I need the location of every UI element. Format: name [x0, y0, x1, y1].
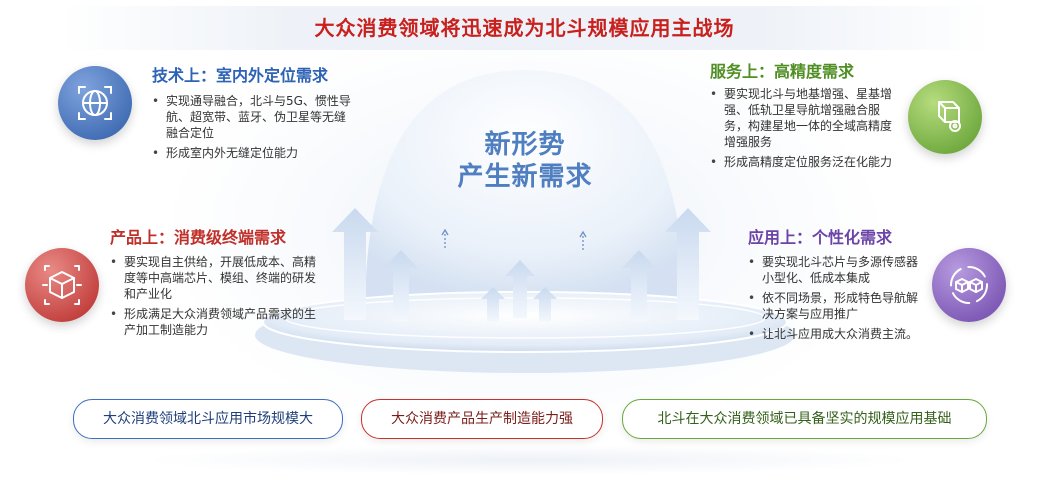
application-item-2: 依不同场景，形成特色导航解决方案与应用推广 [748, 290, 928, 322]
bottom-pill-manufacturing: 大众消费产品生产制造能力强 [361, 399, 603, 439]
tech-item-2: 形成室内外无缝定位能力 [152, 145, 357, 161]
arrow-center-big [505, 260, 535, 318]
tech-item-1: 实现通导融合，北斗与5G、惯性导航、超宽带、蓝牙、伪卫星等无缝融合定位 [152, 93, 357, 141]
main-title: 大众消费领域将迅速成为北斗规模应用主战场 [314, 16, 735, 40]
product-list: 要实现自主供给，开展低成本、高精度等中高端芯片、模组、终端的研发和产业化 形成满… [110, 254, 320, 342]
arrow-left-mid [384, 250, 418, 322]
service-title: 服务上：高精度需求 [710, 62, 855, 81]
bottom-pill-foundation: 北斗在大众消费领域已具备坚实的规模应用基础 [622, 399, 987, 439]
tech-list: 实现通导融合，北斗与5G、惯性导航、超宽带、蓝牙、伪卫星等无缝融合定位 形成室内… [152, 93, 357, 165]
globe-target-icon [58, 66, 132, 140]
center-text-line2: 产生新需求 [457, 162, 593, 192]
application-title: 应用上：个性化需求 [748, 228, 893, 247]
product-item-2: 形成满足大众消费领域产品需求的生产加工制造能力 [110, 306, 320, 338]
service-item-2: 形成高精度定位服务泛在化能力 [710, 154, 900, 170]
application-list: 要实现北斗芯片与多源传感器小型化、低成本集成 依不同场景，形成特色导航解决方案与… [748, 254, 928, 346]
center-text-line1: 新形势 [484, 130, 566, 160]
arrow-left-tall [332, 208, 378, 320]
service-item-1: 要实现北斗与地基增强、星基增强、低轨卫星导航增强融合服务，构建星地一体的全域高精… [710, 86, 900, 150]
product-item-1: 要实现自主供给，开展低成本、高精度等中高端芯片、模组、终端的研发和产业化 [110, 254, 320, 302]
cube-scan-icon [25, 248, 99, 322]
arrow-right-tall [665, 208, 711, 320]
product-title: 产品上：消费级终端需求 [110, 228, 287, 247]
arrow-center-left [481, 287, 505, 322]
cubes-cycle-icon [932, 248, 1006, 322]
cube-gear-icon [908, 80, 982, 154]
tech-title: 技术上：室内外定位需求 [152, 66, 329, 85]
arrow-center-right [533, 287, 557, 322]
dashed-arrow-left [441, 228, 449, 248]
arrow-right-mid [622, 250, 656, 322]
application-item-1: 要实现北斗芯片与多源传感器小型化、低成本集成 [748, 254, 928, 286]
service-list: 要实现北斗与地基增强、星基增强、低轨卫星导航增强融合服务，构建星地一体的全域高精… [710, 86, 900, 174]
application-item-3: 让北斗应用成大众消费主流。 [748, 326, 928, 342]
title-band [60, 6, 990, 50]
dashed-arrow-right [579, 230, 587, 250]
bottom-pill-market: 大众消费领域北斗应用市场规模大 [73, 399, 343, 439]
footer-shadow [140, 445, 920, 475]
